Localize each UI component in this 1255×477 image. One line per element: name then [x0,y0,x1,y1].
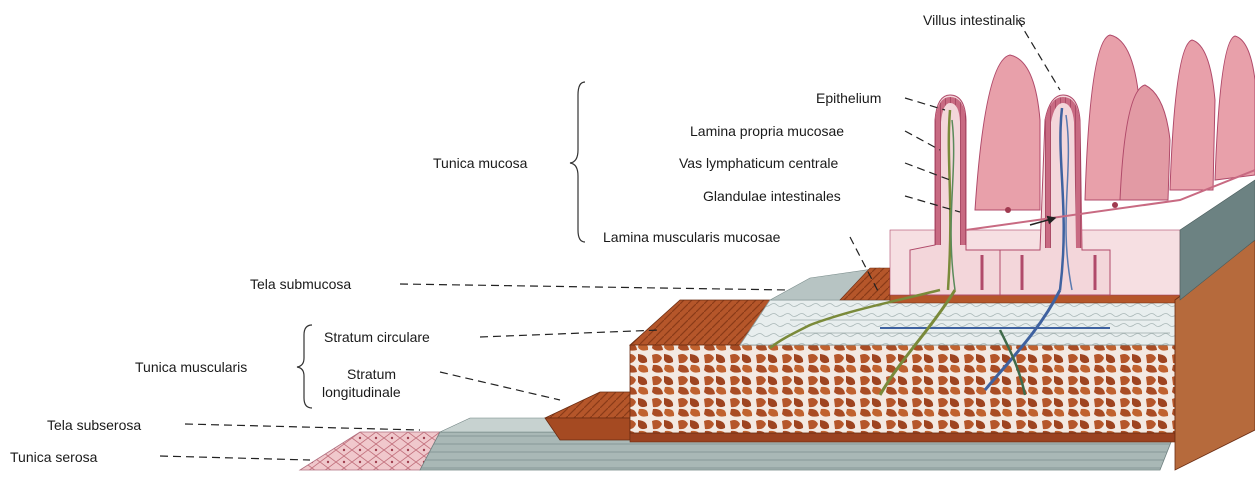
tunica-mucosa-brace [570,82,585,242]
label-lamina-muscularis-mucosae: Lamina muscularis mucosae [603,229,780,245]
villus-surface-4 [1170,40,1215,190]
label-tela-subserosa: Tela subserosa [47,417,141,433]
villus-surface-1 [975,55,1040,210]
label-tunica-serosa: Tunica serosa [10,449,97,465]
label-stratum-circulare: Stratum circulare [324,329,430,345]
submucosa-layer [740,300,1180,345]
longitudinal-band [545,418,630,440]
label-stratum-longitudinale-line2: longitudinale [322,384,401,400]
circular-muscle-layer [630,345,1175,433]
label-vas-lymphaticum-centrale: Vas lymphaticum centrale [679,155,838,171]
serosa-layer [300,432,440,470]
label-tunica-muscularis: Tunica muscularis [135,359,247,375]
villus-surface-5 [1215,36,1255,180]
longitudinal-step [545,392,630,418]
label-lamina-propria-mucosae: Lamina propria mucosae [690,123,844,139]
label-villus-intestinalis: Villus intestinalis [923,12,1025,28]
label-glandulae-intestinales: Glandulae intestinales [703,188,841,204]
label-stratum-longitudinale-line1: Stratum [347,366,396,382]
tunica-muscularis-brace [297,325,312,408]
label-epithelium: Epithelium [816,90,881,106]
label-tela-submucosa: Tela submucosa [250,276,351,292]
muscularis-mucosae-layer [890,295,1180,303]
label-tunica-mucosa: Tunica mucosa [433,155,527,171]
